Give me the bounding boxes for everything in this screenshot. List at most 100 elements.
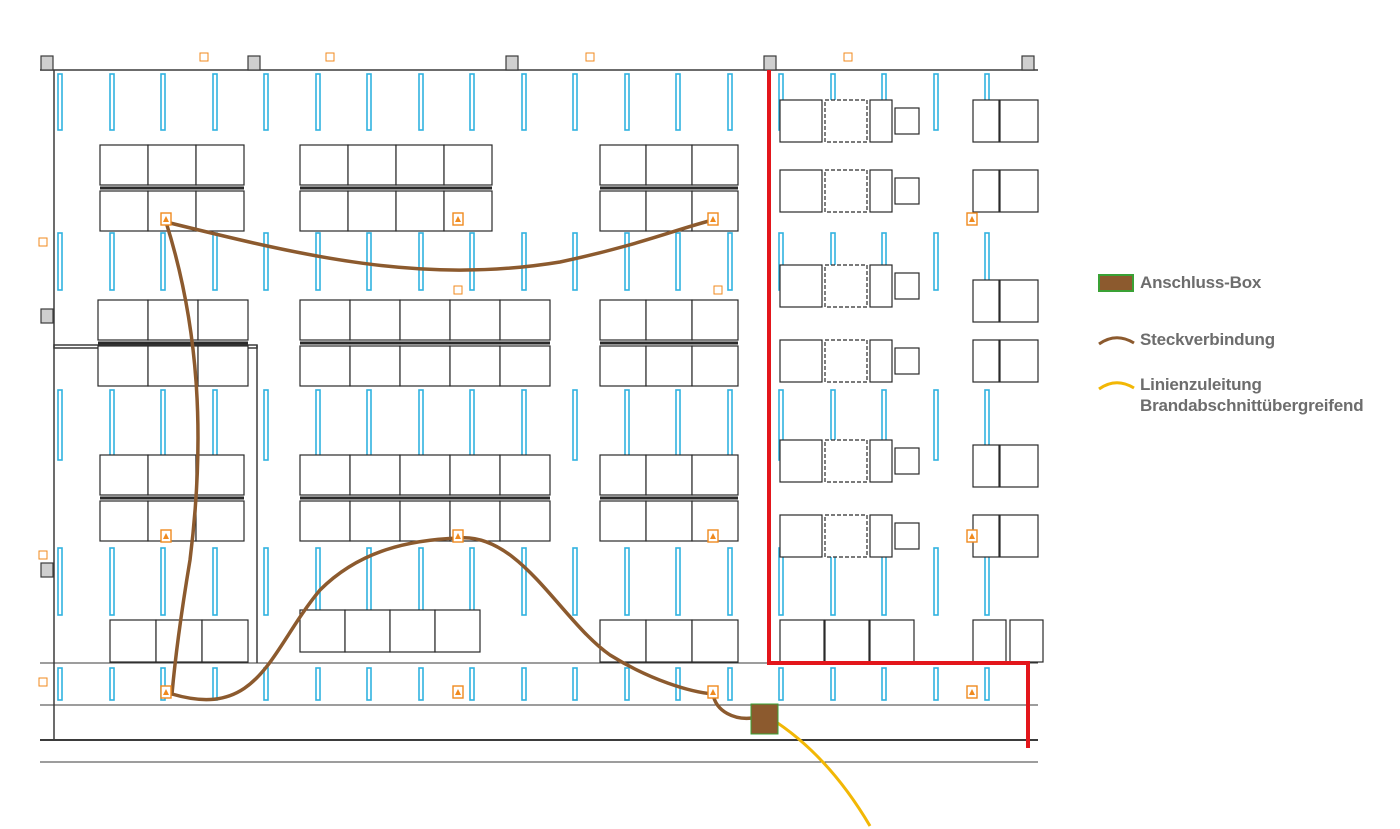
column [40, 562, 54, 578]
desk [972, 339, 1000, 383]
lamp [727, 232, 733, 291]
plug-symbol-mark [163, 216, 169, 222]
desk [599, 190, 647, 232]
desk [147, 144, 197, 186]
desk [779, 514, 823, 558]
desk [645, 190, 693, 232]
chair [894, 447, 920, 475]
lamp [675, 389, 681, 461]
lamp [624, 389, 630, 461]
desk [299, 190, 349, 232]
desk [499, 345, 551, 387]
desk [399, 454, 451, 496]
lamp [984, 547, 990, 616]
lamp [521, 667, 527, 701]
desk [999, 279, 1039, 323]
counter [691, 619, 739, 663]
desk [869, 99, 893, 143]
desk [645, 454, 693, 496]
chair [894, 522, 920, 550]
desk [691, 454, 739, 496]
legend-label-plug: Steckverbindung [1140, 330, 1275, 349]
counter [389, 609, 436, 653]
desk [395, 190, 445, 232]
lamp [727, 73, 733, 131]
lamp [469, 73, 475, 131]
lamp [675, 232, 681, 291]
desk [97, 299, 149, 341]
lamp [469, 389, 475, 461]
plug-symbols [160, 212, 978, 699]
desk [197, 299, 249, 341]
lamp [263, 232, 269, 291]
lamp [521, 232, 527, 291]
desk [99, 190, 149, 232]
connection-box [750, 703, 779, 735]
desk [399, 299, 451, 341]
lamp [830, 667, 836, 701]
plug-symbol-mark [163, 689, 169, 695]
desk [347, 190, 397, 232]
desk [972, 99, 1000, 143]
desk [645, 345, 693, 387]
plug-symbol-mark [163, 533, 169, 539]
lamp [57, 73, 63, 131]
lamp [624, 232, 630, 291]
desk [599, 144, 647, 186]
desk [972, 169, 1000, 213]
desk [197, 345, 249, 387]
column [40, 55, 54, 71]
desk [869, 169, 893, 213]
desk [147, 454, 197, 496]
feed-line [769, 716, 872, 827]
desk [299, 299, 351, 341]
desk [599, 299, 647, 341]
desk [349, 299, 401, 341]
desk [824, 264, 868, 308]
lamp [315, 667, 321, 701]
desk [869, 619, 915, 663]
desk [499, 454, 551, 496]
lamp [933, 547, 939, 616]
lamp [778, 667, 784, 701]
desk [299, 454, 351, 496]
lamp [263, 389, 269, 461]
counter [109, 619, 157, 663]
desk [824, 339, 868, 383]
lamp [160, 73, 166, 131]
lamp [830, 547, 836, 616]
desk [97, 345, 149, 387]
desk [824, 99, 868, 143]
lamp [366, 389, 372, 461]
lamp [212, 389, 218, 461]
desk [599, 500, 647, 542]
lamp [624, 73, 630, 131]
lamp [572, 547, 578, 616]
lamp [469, 232, 475, 291]
desk [824, 514, 868, 558]
desk [449, 345, 501, 387]
column [40, 308, 54, 324]
feed-line-icon [1096, 374, 1140, 396]
walls [40, 69, 1038, 763]
lamp [521, 547, 527, 616]
desk [399, 345, 451, 387]
lamp [160, 232, 166, 291]
desk [1009, 619, 1044, 663]
desk [299, 345, 351, 387]
legend-item-feed: Linienzuleitung Brandabschnittübergreife… [1096, 374, 1364, 416]
plug-symbol-mark [969, 689, 975, 695]
desk [999, 99, 1039, 143]
lamp [727, 667, 733, 701]
lamp [160, 547, 166, 616]
desk [99, 454, 149, 496]
lamp [263, 667, 269, 701]
lamp [881, 667, 887, 701]
desk [443, 144, 493, 186]
lamp [675, 547, 681, 616]
counter [599, 619, 647, 663]
desk [779, 339, 823, 383]
lamp [109, 73, 115, 131]
desk [999, 169, 1039, 213]
